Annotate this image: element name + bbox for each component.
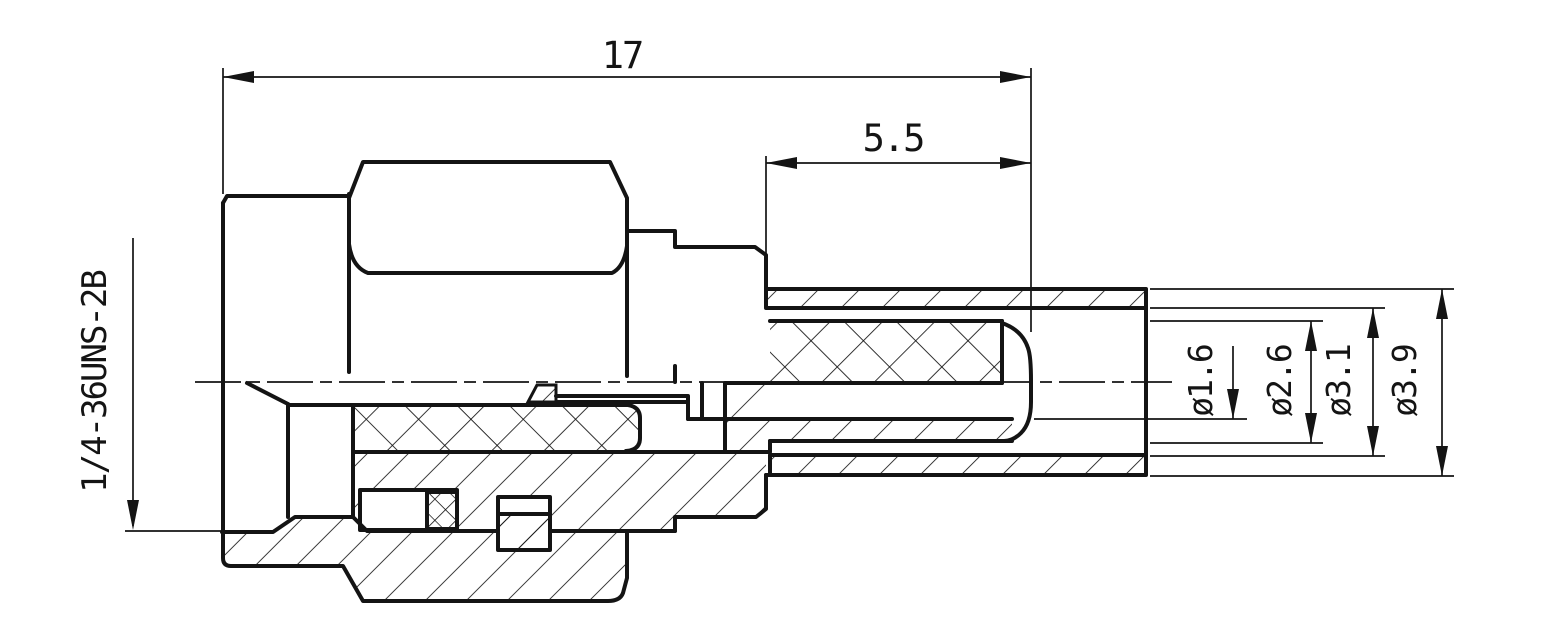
- center-contact: [554, 319, 1033, 454]
- dia-3-1-label: ø3.1: [1319, 345, 1358, 417]
- gasket-seal: [425, 490, 459, 531]
- thread-callout-leader: [125, 238, 222, 532]
- overall-length-label: 17: [602, 34, 643, 77]
- dia-2-6-label: ø2.6: [1260, 345, 1299, 417]
- body-outline: [286, 229, 772, 533]
- dimension-arrows: [127, 71, 1448, 530]
- body-rear-stub: [725, 383, 1012, 452]
- overall-length-dimension: [222, 68, 1032, 332]
- pin-tip: [525, 383, 558, 404]
- connector-insulator: [353, 407, 640, 450]
- groove-outline: [358, 488, 552, 552]
- section-hatching: [223, 289, 1146, 601]
- retainer-bottom: [499, 514, 549, 549]
- rear-length-dimension: [765, 156, 1031, 285]
- dia-1-6-label: ø1.6: [1181, 345, 1220, 417]
- retainer-top: [499, 498, 549, 514]
- dia-3-9-label: ø3.9: [1385, 345, 1424, 417]
- sleeve-top-wall: [766, 289, 1146, 308]
- thread-spec-label: 1/4-36UNS-2B: [75, 271, 115, 493]
- cable-dielectric: [770, 321, 1002, 383]
- sleeve-bottom-wall: [770, 455, 1146, 475]
- coupling-nut-outline: [220, 160, 677, 603]
- rear-length-label: 5.5: [863, 117, 924, 160]
- crimp-sleeve-outline: [764, 287, 1148, 477]
